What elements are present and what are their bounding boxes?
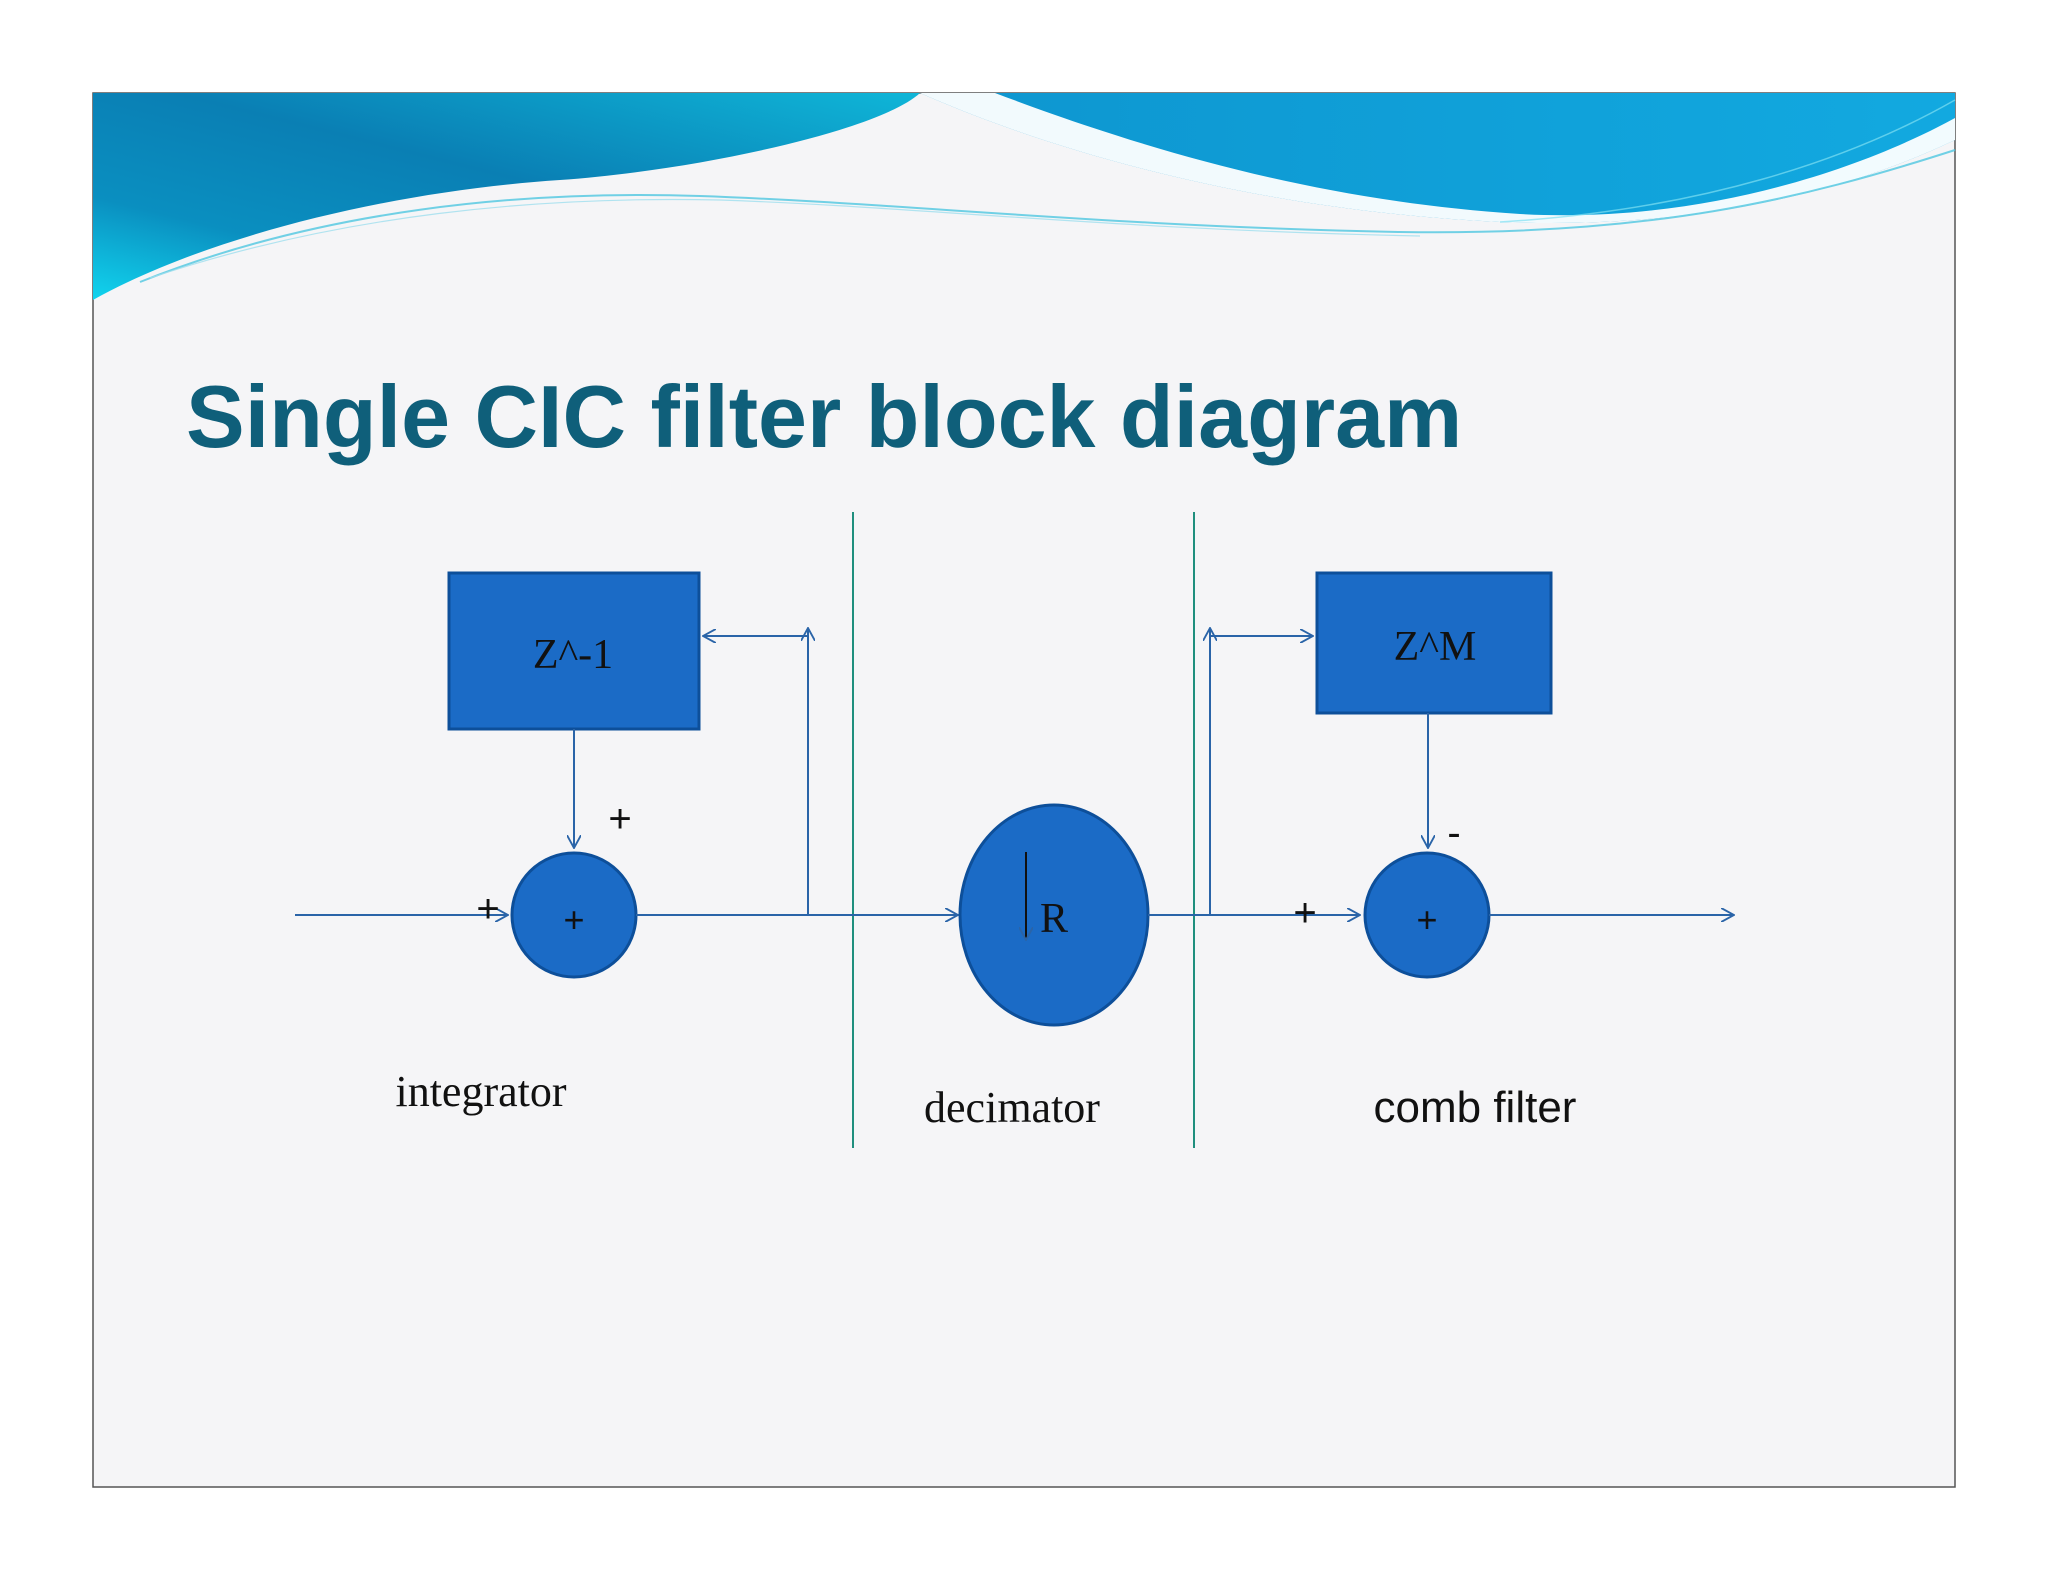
comb-delay-sign: -	[1447, 811, 1460, 855]
comb-adder-label: +	[1416, 899, 1437, 940]
integrator-caption: integrator	[395, 1067, 566, 1116]
decimator-label: R	[1040, 896, 1068, 942]
decimator-caption: decimator	[924, 1083, 1100, 1132]
comb-caption: comb filter	[1374, 1083, 1577, 1132]
page-title: Single CIC filter block diagram	[186, 367, 1462, 466]
slide-frame	[92, 92, 1956, 1488]
comb-delay-block	[1315, 571, 1553, 715]
integrator-input-sign: +	[476, 887, 499, 931]
integrator-delay-block	[447, 571, 701, 731]
integrator-feedback-sign: +	[608, 797, 631, 841]
comb-delay-label: Z^M	[1394, 624, 1477, 670]
integrator-delay-label: Z^-1	[533, 632, 613, 678]
comb-input-sign: +	[1293, 891, 1316, 935]
integrator-adder-label: +	[563, 899, 584, 940]
header-wave-decoration	[93, 93, 1956, 300]
